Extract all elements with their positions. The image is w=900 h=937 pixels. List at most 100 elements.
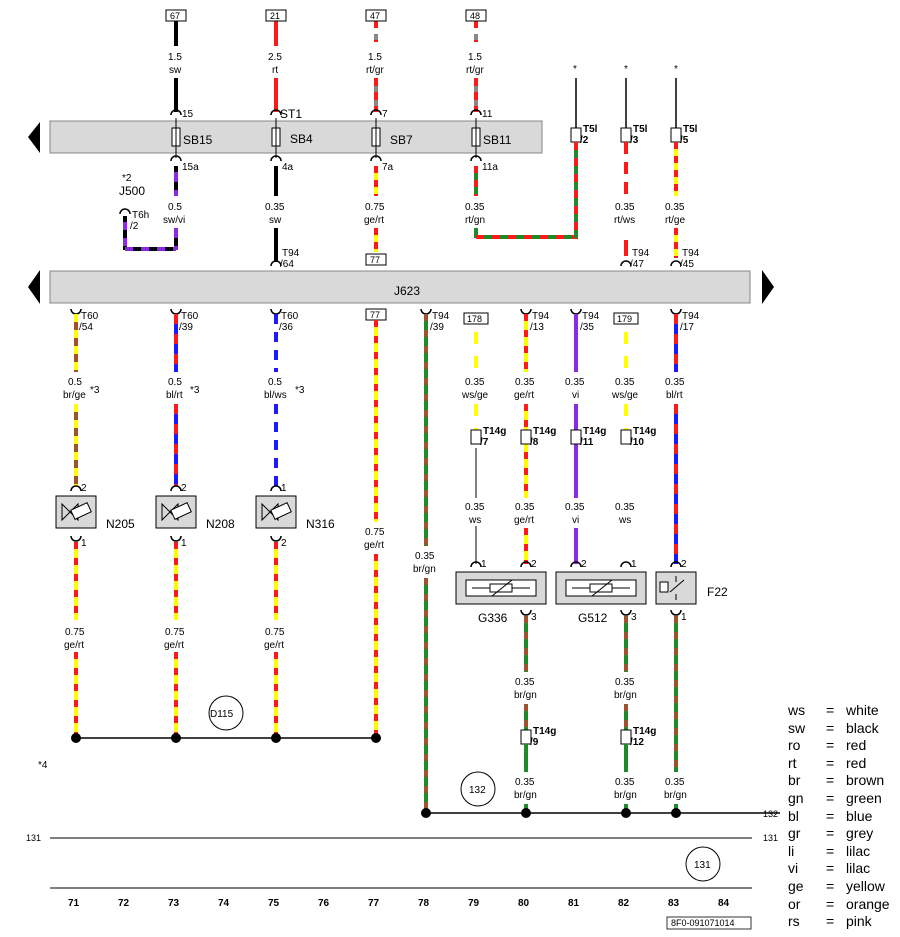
wire-size: 1.5 [168,52,182,63]
fuse-ref: 21 [270,11,280,21]
wire-color: ge/rt [264,640,284,651]
legend-equals: = [826,789,835,806]
wire-size: 0.35 [565,377,585,388]
wire-size: 0.75 [165,627,185,638]
ref-label: 179 [617,314,632,324]
column-number: 71 [68,898,80,909]
legend-code: rt [788,754,797,771]
pin-label: 1 [181,538,187,549]
legend-equals: = [826,877,835,894]
wire-size: 1.5 [468,52,482,63]
ref-box [463,312,489,325]
fuse-holder-bar [49,120,543,154]
column-number: 82 [618,898,630,909]
wire-color: br/gn [664,790,687,801]
legend-name: grey [846,825,874,842]
arrow-right-icon [762,270,774,304]
wire-size: 0.35 [665,202,685,213]
pin-label: 2 [531,559,537,570]
legend-code: ro [788,737,801,754]
connector-pin-icon [270,260,282,267]
pin-label: 3 [631,612,637,623]
pin-label: 1 [481,559,487,570]
fuse-pin [170,109,482,162]
wire-color: br/ge [63,390,86,401]
wire-color: rt/ge [665,215,685,226]
wire-size: 0.5 [168,202,182,213]
bus-ref: 132 [763,809,778,819]
wire-size: 0.35 [615,777,635,788]
legend-name: white [846,702,879,718]
doc-id: 8F0-091071014 [671,918,735,928]
pin-label: 2 [281,538,287,549]
wire-size: 0.5 [68,377,82,388]
junction-dot [271,733,281,743]
component-label: N316 [306,517,335,531]
legend-name: yellow [846,877,885,894]
star-note: * [573,64,577,75]
pin-label: 4a [282,162,294,173]
wire-size: 0.35 [465,202,485,213]
column-number: 77 [368,898,380,909]
conn-label: /5 [680,135,689,146]
pin-label: 1 [631,559,637,570]
legend-code: bl [788,807,799,824]
legend-equals: = [826,737,835,754]
arrow-left-icon [28,122,40,153]
legend-row: ge = yellow [788,878,898,896]
conn-label: T14g [633,426,656,437]
conn-label: /54 [79,322,93,333]
junction-dot [521,808,531,818]
wire-size: 2.5 [268,52,282,63]
valve-n205 [55,495,97,529]
legend-equals: = [826,895,835,912]
connection-d115-icon [208,695,244,731]
conn-label: T94 [282,248,300,259]
ref-label: 178 [467,314,482,324]
legend-equals: = [826,825,835,842]
conn-label: T14g [633,726,656,737]
conn-label: T14g [583,426,606,437]
column-number: 73 [168,898,180,909]
connection-label: 132 [469,785,486,796]
junction-dot [671,808,681,818]
wire-color: br/gn [514,690,537,701]
wire-size: 0.35 [615,502,635,513]
note: *3 [190,385,200,396]
conn-label: /13 [530,322,544,333]
conn-label: T5l [583,124,598,135]
conn-label: T5l [683,124,698,135]
conn-label: T94 [432,311,450,322]
wire-color: bl/rt [166,390,183,401]
component-label: N205 [106,517,135,531]
legend-name: brown [846,772,885,789]
legend-row: bl=blue [788,808,898,826]
pin-label: 1 [681,612,687,623]
connection-label: 131 [694,860,711,871]
legend-name: black [846,719,879,736]
legend-code: ge [788,877,804,894]
legend-row: vi=lilac [788,860,898,878]
pin-label: ST1 [280,107,302,121]
conn-label: /3 [630,135,639,146]
switch-f22 [655,571,697,605]
wire-size: 0.35 [615,377,635,388]
column-number: 81 [568,898,580,909]
conn-label: /10 [630,437,644,448]
wire-color: rt/ws [614,215,635,226]
legend-name: blue [846,807,873,824]
valve-pin [70,485,282,542]
wire-size: 0.5 [168,377,182,388]
legend-row: ro=red [788,737,898,755]
legend-code: or [788,895,801,912]
legend-name: green [846,789,882,806]
connector-t14g-icon [520,429,532,445]
conn-label: T60 [81,311,99,322]
wire-color: ws/ge [611,390,639,401]
wire-color: br/gn [514,790,537,801]
conn-label: /2 [580,135,589,146]
note: *3 [90,385,100,396]
doc-id-box [666,916,752,930]
fuse-label: SB4 [290,132,313,146]
